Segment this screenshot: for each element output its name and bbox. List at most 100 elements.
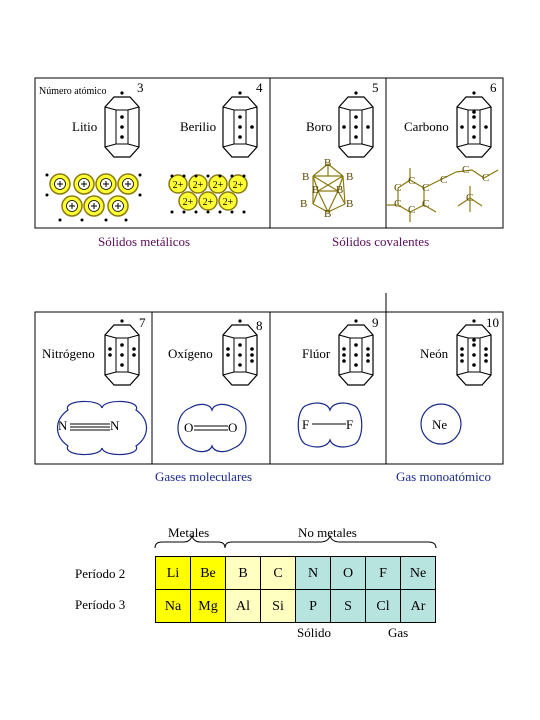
element-name-oxygen: Oxígeno (168, 346, 213, 361)
carbon-atom-label: C (408, 204, 416, 216)
group-label-metallic-solids: Sólidos metálicos (98, 234, 191, 249)
atomic-number-fluorine: 9 (372, 315, 379, 330)
molecule-oxygen-atom-2: O (228, 420, 238, 435)
brace-nonmetals (224, 534, 437, 549)
lithium-ion (95, 173, 117, 195)
label-metals: Metales (168, 525, 210, 540)
atomic-number-boron: 5 (372, 80, 379, 95)
carbon-atom-label: C (422, 198, 430, 210)
element-name-beryllium: Berilio (180, 119, 217, 134)
carbon-atom-label: C (394, 182, 402, 194)
boron-atom-label: B (312, 184, 320, 196)
table-cell-na: Na (155, 589, 191, 623)
carbon-atom-label: C (408, 175, 416, 187)
atom-diagrams (104, 91, 492, 386)
table-cell-f: F (365, 556, 401, 590)
beryllium-ion-label: 2+ (233, 180, 244, 191)
boron-atom-label: B (324, 157, 332, 169)
beryllium-ion: 2+ (228, 174, 248, 194)
molecule-fluorine-atom-1: F (302, 417, 310, 432)
electron-dot (218, 210, 222, 214)
table-cell-al: Al (225, 589, 261, 623)
brace-metals (154, 534, 226, 549)
lithium-ion (83, 195, 105, 217)
period-3-label: Período 3 (75, 597, 126, 612)
beryllium-ion: 2+ (178, 191, 198, 211)
table-cell-li: Li (155, 556, 191, 590)
element-name-neon: Neón (420, 346, 449, 361)
atomic-number-beryllium: 4 (256, 80, 263, 95)
label-gas: Gas (388, 625, 409, 640)
carbon-structure (386, 168, 499, 222)
lithium-lattice (45, 173, 142, 222)
electron-dot (182, 174, 186, 178)
table-cell-si: Si (260, 589, 296, 623)
molecule-oxygen-atom-1: O (184, 420, 194, 435)
molecule-nitrogen-atom-2: N (110, 418, 120, 433)
electron-dot (45, 193, 49, 197)
label-solid: Sólido (297, 625, 331, 640)
oxygen-molecule-outline (177, 403, 247, 453)
carbon-atom-label: C (462, 164, 470, 176)
table-cell-o: O (330, 556, 366, 590)
atomic-number-nitrogen: 7 (139, 315, 146, 330)
element-name-nitrogen: Nitrógeno (42, 346, 95, 361)
electron-dot (138, 173, 142, 177)
boron-atom-label: B (300, 198, 308, 210)
atomic-number-lithium: 3 (137, 80, 144, 95)
table-cell-n: N (295, 556, 331, 590)
electron-dot (58, 218, 62, 222)
neon-atom-diagram (456, 319, 492, 386)
element-name-fluorine: Flúor (302, 346, 331, 361)
group-label-molecular-gases: Gases moleculares (155, 469, 253, 484)
electron-dot (170, 174, 174, 178)
electron-dot (138, 193, 142, 197)
beryllium-ion-label: 2+ (183, 197, 194, 208)
table-cell-c: C (260, 556, 296, 590)
electron-dot (242, 174, 246, 178)
table-cell-ne: Ne (400, 556, 436, 590)
electron-dot (206, 210, 210, 214)
carbon-atom-label: C (482, 172, 490, 184)
molecule-fluorine-atom-2: F (346, 417, 354, 432)
molecule-neon-atom: Ne (432, 417, 448, 432)
table-cell-ar: Ar (400, 589, 436, 623)
lithium-ion (49, 173, 71, 195)
lithium-ion (73, 173, 95, 195)
carbon-atom-label: C (466, 192, 474, 204)
nitrogen-atom-diagram (104, 319, 140, 386)
molecule-nitrogen-atom-1: N (58, 418, 68, 433)
atomic-number-carbon: 6 (490, 80, 497, 95)
beryllium-ion-label: 2+ (193, 180, 204, 191)
electron-dot (206, 174, 210, 178)
table-cell-mg: Mg (190, 589, 226, 623)
electron-dot (80, 218, 84, 222)
lithium-atom-diagram (104, 91, 140, 158)
lithium-ion (117, 173, 139, 195)
beryllium-ion-label: 2+ (213, 180, 224, 191)
carbon-atom-label: C (394, 198, 402, 210)
electron-dot (124, 218, 128, 222)
electron-dot (242, 210, 246, 214)
table-cell-b: B (225, 556, 261, 590)
electron-dot (194, 210, 198, 214)
beryllium-ion: 2+ (168, 174, 188, 194)
electron-dot (230, 174, 234, 178)
boron-atom-label: B (346, 198, 354, 210)
period-2-label: Período 2 (75, 566, 126, 581)
group-label-monatomic-gas: Gas monoatómico (396, 469, 491, 484)
electron-dot (104, 218, 108, 222)
beryllium-ion: 2+ (198, 191, 218, 211)
beryllium-ion: 2+ (188, 174, 208, 194)
oxygen-atom-diagram (222, 319, 258, 386)
atomic-number-header: Número atómico (39, 86, 107, 97)
electron-dot (182, 210, 186, 214)
element-name-carbon: Carbono (404, 119, 449, 134)
atomic-number-neon: 10 (486, 315, 499, 330)
label-nonmetals: No metales (298, 525, 357, 540)
boron-atom-label: B (346, 171, 354, 183)
group-label-covalent-solids: Sólidos covalentes (332, 234, 430, 249)
carbon-atom-diagram (456, 91, 492, 158)
nitrogen-molecule-outline (56, 400, 148, 456)
